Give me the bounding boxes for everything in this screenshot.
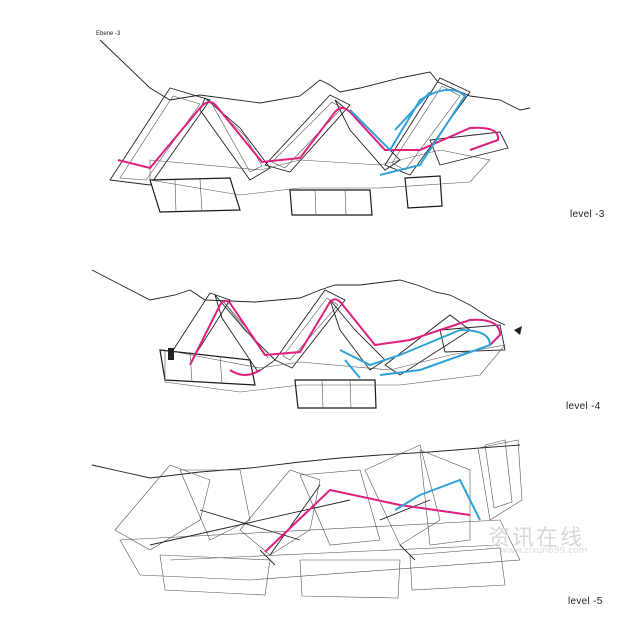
watermark-url: www.zixun699.com [500, 546, 588, 556]
route-a-3 [117, 101, 500, 170]
rooms-4 [159, 344, 506, 409]
level-label-3: level -3 [570, 209, 605, 220]
terrain-outline-3 [99, 39, 531, 111]
route-b-3 [349, 89, 467, 176]
watermark-text: 资讯在线 [488, 526, 585, 551]
structure-5 [149, 484, 501, 566]
level-label-5: level -5 [568, 596, 603, 607]
rooms-3 [149, 149, 491, 216]
wings-5 [114, 439, 523, 599]
route-b-5 [394, 478, 481, 521]
route-b-4 [339, 328, 492, 379]
plan-tag: Ebene -3 [96, 31, 121, 37]
level-label-4: level -4 [566, 401, 601, 412]
route-a-4 [189, 298, 502, 376]
wings-3 [109, 77, 509, 186]
terrain-outline-4 [91, 269, 522, 335]
route-a-5 [264, 488, 471, 553]
terrain-outline-5 [91, 444, 521, 479]
